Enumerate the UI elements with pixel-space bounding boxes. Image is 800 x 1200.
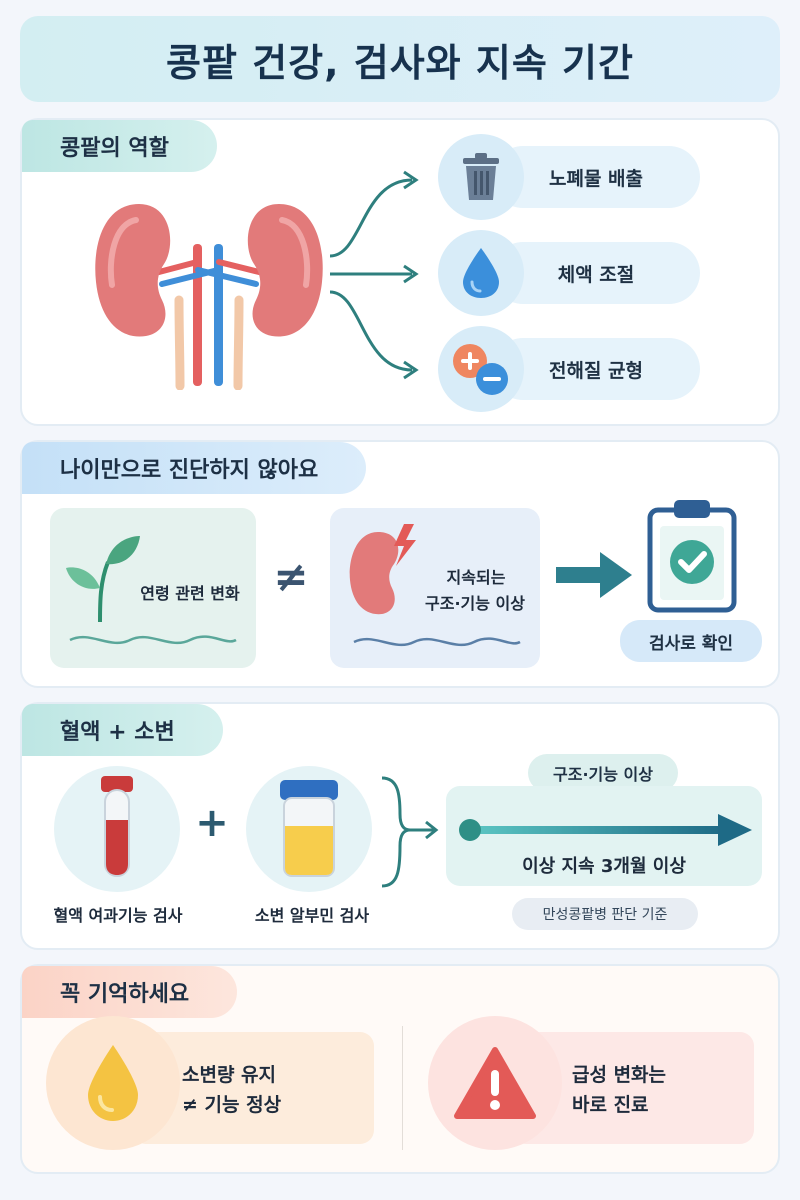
divider bbox=[402, 1026, 403, 1150]
function-item-fluid: 체액 조절 bbox=[492, 242, 700, 304]
wave-icon bbox=[69, 635, 237, 645]
function-label: 전해질 균형 bbox=[548, 359, 643, 382]
page-title: 콩팥 건강, 검사와 지속 기간 bbox=[166, 40, 634, 85]
blood-tube-circle bbox=[54, 766, 180, 892]
timeline-arrow bbox=[459, 814, 752, 846]
criteria-badge: 만성콩팥병 판단 기준 bbox=[512, 898, 698, 930]
kidney-lightning-icon bbox=[349, 524, 416, 615]
aging-panel: 연령 관련 변화 bbox=[50, 508, 256, 668]
plus-minus-icon bbox=[438, 326, 524, 412]
timeline-main-text: 이상 지속 3개월 이상 bbox=[522, 856, 686, 877]
abnormal-text-line2: 구조·기능 이상 bbox=[425, 594, 525, 613]
tip1-line2: ≠ 기능 정상 bbox=[182, 1094, 282, 1116]
blood-test-label: 혈액 여과기능 검사 bbox=[53, 906, 183, 925]
kidney-role-card: 콩팥의 역할 노폐물 배출 bbox=[20, 118, 780, 426]
urine-test-label: 소변 알부민 검사 bbox=[254, 906, 370, 925]
water-drop-icon bbox=[438, 230, 524, 316]
kidney-role-label: 콩팥의 역할 bbox=[22, 120, 217, 172]
title-banner: 콩팥 건강, 검사와 지속 기간 bbox=[20, 16, 780, 102]
bracket-arrow-icon bbox=[381, 776, 439, 888]
timeline-panel: 이상 지속 3개월 이상 bbox=[446, 786, 762, 886]
aging-text: 연령 관련 변화 bbox=[140, 584, 240, 603]
trash-can-icon bbox=[438, 134, 524, 220]
remember-label: 꼭 기억하세요 bbox=[22, 966, 238, 1018]
tip2-circle bbox=[428, 1016, 562, 1150]
sprout-icon bbox=[66, 536, 140, 622]
function-label: 체액 조절 bbox=[557, 263, 635, 286]
tests-card: 혈액 + 소변 혈액 여과기능 검사 + 소변 알부민 검사 구조·기능 이상 bbox=[20, 702, 780, 950]
tip1-circle bbox=[46, 1016, 180, 1150]
not-equal-sign: ≠ bbox=[273, 552, 309, 601]
abnormal-text-line1: 지속되는 bbox=[446, 568, 506, 587]
function-label: 노폐물 배출 bbox=[548, 167, 643, 190]
function-item-electrolyte: 전해질 균형 bbox=[492, 338, 700, 400]
tests-label: 혈액 + 소변 bbox=[22, 704, 223, 756]
kidneys-icon bbox=[95, 204, 323, 390]
remember-card: 꼭 기억하세요 소변량 유지 ≠ 기능 정상 급성 변화는 바로 진료 bbox=[20, 964, 780, 1174]
plus-sign: + bbox=[195, 800, 229, 846]
urine-cup-icon bbox=[280, 780, 338, 877]
yellow-drop-icon bbox=[88, 1045, 138, 1121]
wave-icon bbox=[353, 637, 521, 647]
age-diagnosis-card: 나이만으로 진단하지 않아요 연령 관련 변화 ≠ 지속되는 구조·기능 이상 bbox=[20, 440, 780, 688]
timeline-top-badge: 구조·기능 이상 bbox=[528, 754, 678, 792]
arrow-right-icon bbox=[556, 552, 632, 598]
warning-icon bbox=[454, 1047, 536, 1119]
tip2-line1: 급성 변화는 bbox=[572, 1064, 667, 1086]
blood-tube-icon bbox=[101, 776, 133, 877]
age-diagnosis-label: 나이만으로 진단하지 않아요 bbox=[22, 442, 367, 494]
abnormal-panel: 지속되는 구조·기능 이상 bbox=[330, 508, 540, 668]
tip2-line2: 바로 진료 bbox=[572, 1094, 649, 1116]
confirm-by-test-badge: 검사로 확인 bbox=[620, 620, 762, 662]
role-arrows bbox=[329, 170, 419, 380]
clipboard-check-icon bbox=[647, 500, 737, 613]
tip1-line1: 소변량 유지 bbox=[182, 1064, 277, 1086]
function-item-waste: 노폐물 배출 bbox=[492, 146, 700, 208]
urine-cup-circle bbox=[246, 766, 372, 892]
